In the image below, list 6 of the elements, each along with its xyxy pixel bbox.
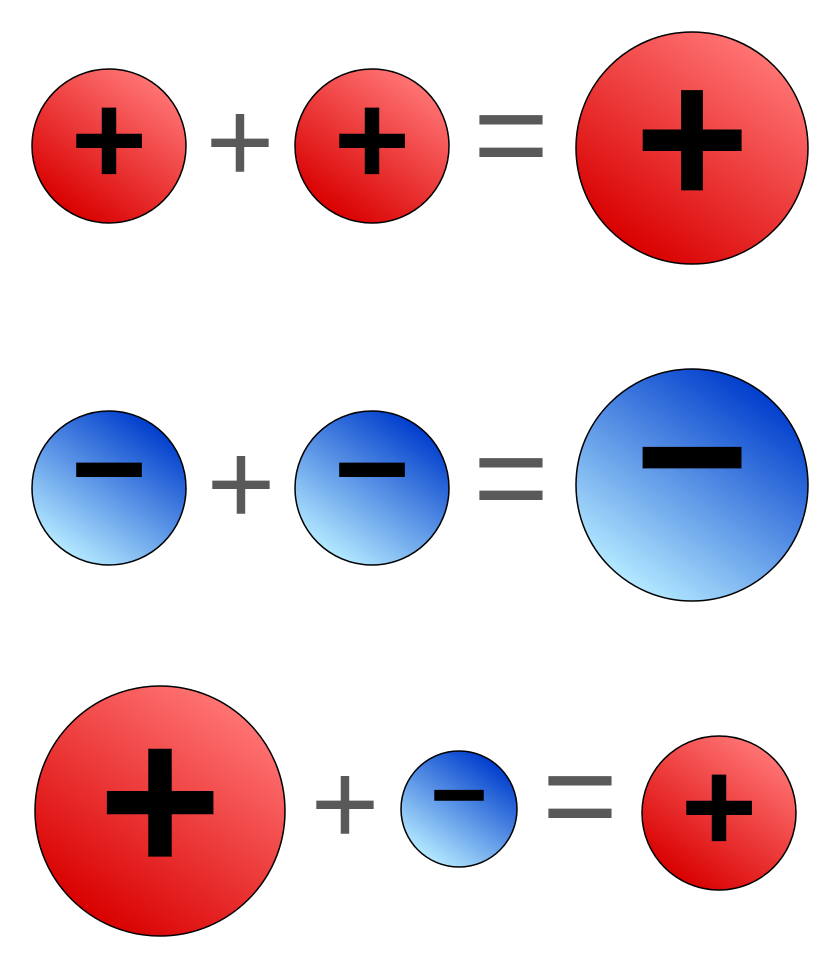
operator-sign: +	[212, 456, 270, 514]
operator-sign: =	[479, 115, 543, 158]
operator-sign: =	[479, 458, 543, 500]
operator-sign: +	[316, 776, 374, 834]
operator-sign: +	[211, 114, 269, 172]
operator-sign: =	[548, 776, 612, 818]
